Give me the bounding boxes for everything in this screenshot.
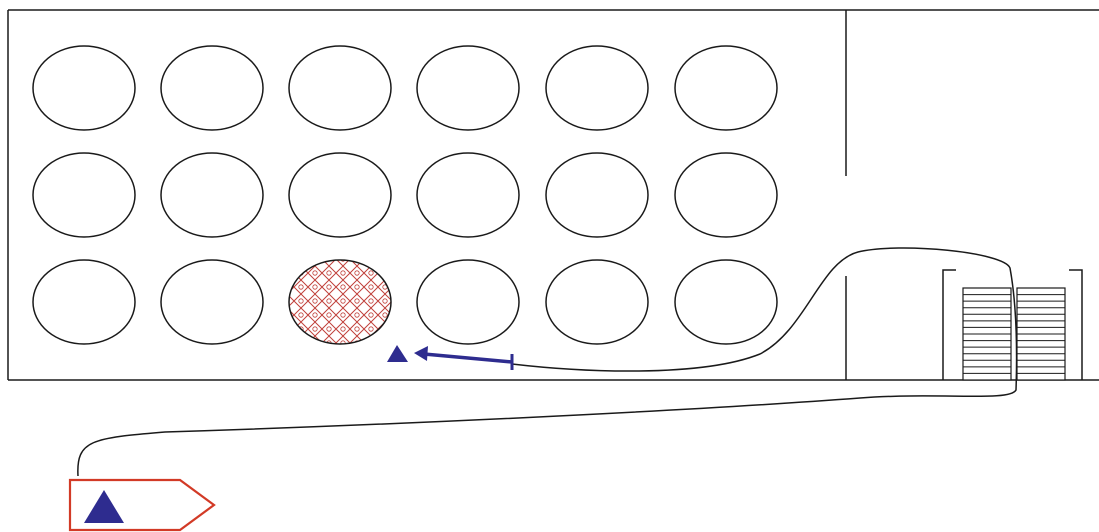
- grid-cell: [675, 260, 777, 344]
- cell-grid: [33, 46, 777, 344]
- grid-cell: [161, 260, 263, 344]
- grid-cell: [33, 153, 135, 237]
- grid-cell: [161, 153, 263, 237]
- stairs-icon: [963, 288, 1011, 380]
- grid-cell: [546, 46, 648, 130]
- grid-cell: [161, 46, 263, 130]
- stair-bracket-right: [1069, 270, 1082, 380]
- arrow-left-icon: [414, 346, 512, 370]
- pentagon-marker-icon: [70, 480, 214, 530]
- grid-cell: [33, 46, 135, 130]
- grid-cell: [289, 46, 391, 130]
- grid-cell: [675, 153, 777, 237]
- grid-cell: [546, 153, 648, 237]
- grid-cell: [417, 153, 519, 237]
- grid-cell: [546, 260, 648, 344]
- highlighted-cell: [289, 260, 391, 344]
- grid-cell: [417, 46, 519, 130]
- grid-cell: [33, 260, 135, 344]
- stairs-icon: [1017, 288, 1065, 380]
- grid-cell: [289, 153, 391, 237]
- grid-cell: [675, 46, 777, 130]
- stair-bracket-left: [943, 270, 956, 380]
- triangle-icon: [387, 345, 408, 362]
- grid-cell: [417, 260, 519, 344]
